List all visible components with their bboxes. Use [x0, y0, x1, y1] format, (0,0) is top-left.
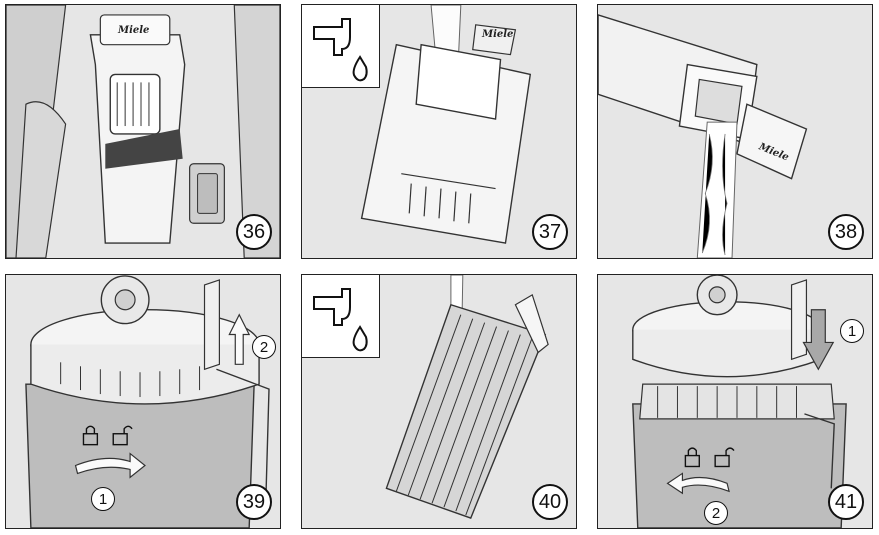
- step-number: 39: [236, 484, 272, 520]
- step-number: 36: [236, 214, 272, 250]
- panel-step-39: 2 1 39: [5, 274, 281, 529]
- step-number: 40: [532, 484, 568, 520]
- panel-step-36: Miele 36: [5, 4, 281, 259]
- tap-water-icon: [302, 275, 379, 357]
- panel-step-40: 40: [301, 274, 577, 529]
- sub-step-badge: 2: [704, 501, 728, 525]
- step-number: 41: [828, 484, 864, 520]
- tap-water-box: [302, 5, 380, 88]
- sub-step-badge: 1: [840, 319, 864, 343]
- step-number: 38: [828, 214, 864, 250]
- brand-logo: Miele: [118, 25, 149, 36]
- panel-step-41: 1 2 41: [597, 274, 873, 529]
- tap-water-icon: [302, 5, 379, 87]
- sub-step-badge: 1: [91, 487, 115, 511]
- panel-step-37: Miele 37: [301, 4, 577, 259]
- brand-logo: Miele: [482, 29, 513, 40]
- panel-step-38: Miele 38: [597, 4, 873, 259]
- sub-step-badge: 2: [252, 335, 276, 359]
- tap-water-box: [302, 275, 380, 358]
- step-number: 37: [532, 214, 568, 250]
